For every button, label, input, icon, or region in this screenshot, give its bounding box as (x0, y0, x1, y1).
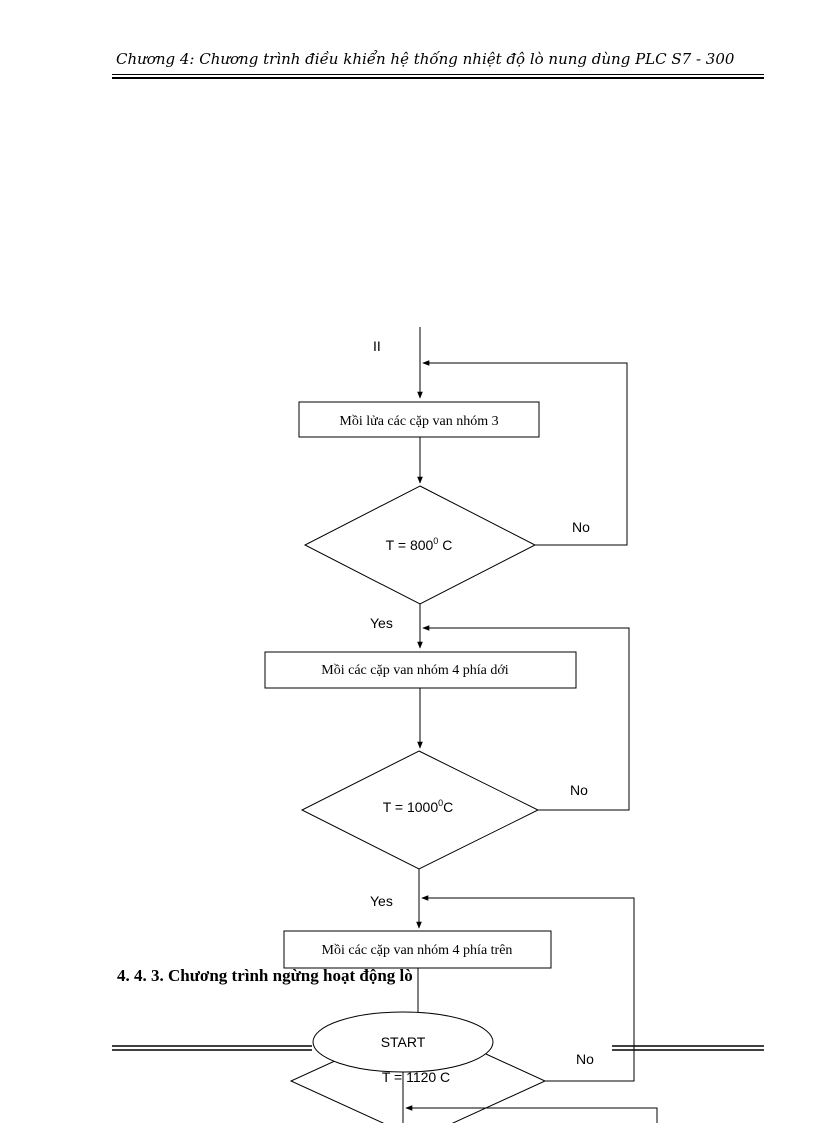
process-box-step-3 (283, 930, 552, 969)
no-label-1: No (572, 519, 590, 535)
no-label-3: No (576, 1051, 594, 1067)
process-box-step-1 (298, 401, 540, 438)
section-heading: 4. 4. 3. Chương trình ngừng hoạt động lò (117, 966, 413, 985)
yes-label-1: Yes (370, 615, 393, 631)
entry-label: II (373, 338, 381, 354)
decision-label-3: T = 1120 C (382, 1069, 450, 1085)
decision-label-1: T = 8000 C (386, 536, 453, 553)
loop-no-2 (422, 625, 630, 811)
header-rule-bottom (112, 77, 764, 79)
no-label-2: No (570, 782, 588, 798)
decision-diamond-3 (289, 1022, 547, 1123)
header-rule-top (112, 74, 764, 75)
decision-label-2: T = 10000C (383, 798, 454, 815)
page-header-title: Chương 4: Chương trình điều khiển hệ thố… (116, 50, 735, 68)
process-label-step-1: Mồi lửa các cặp van nhóm 3 (339, 414, 498, 429)
process-label-step-2: Mồi các cặp van nhóm 4 phía dới (321, 663, 509, 678)
loop-no-1 (422, 360, 628, 546)
loop-no-3 (421, 895, 635, 1082)
process-label-step-3: Mồi các cặp van nhóm 4 phía trên (322, 943, 513, 958)
start-label: START (381, 1034, 426, 1050)
loop-bottom (405, 1105, 658, 1123)
yes-label-2: Yes (370, 893, 393, 909)
